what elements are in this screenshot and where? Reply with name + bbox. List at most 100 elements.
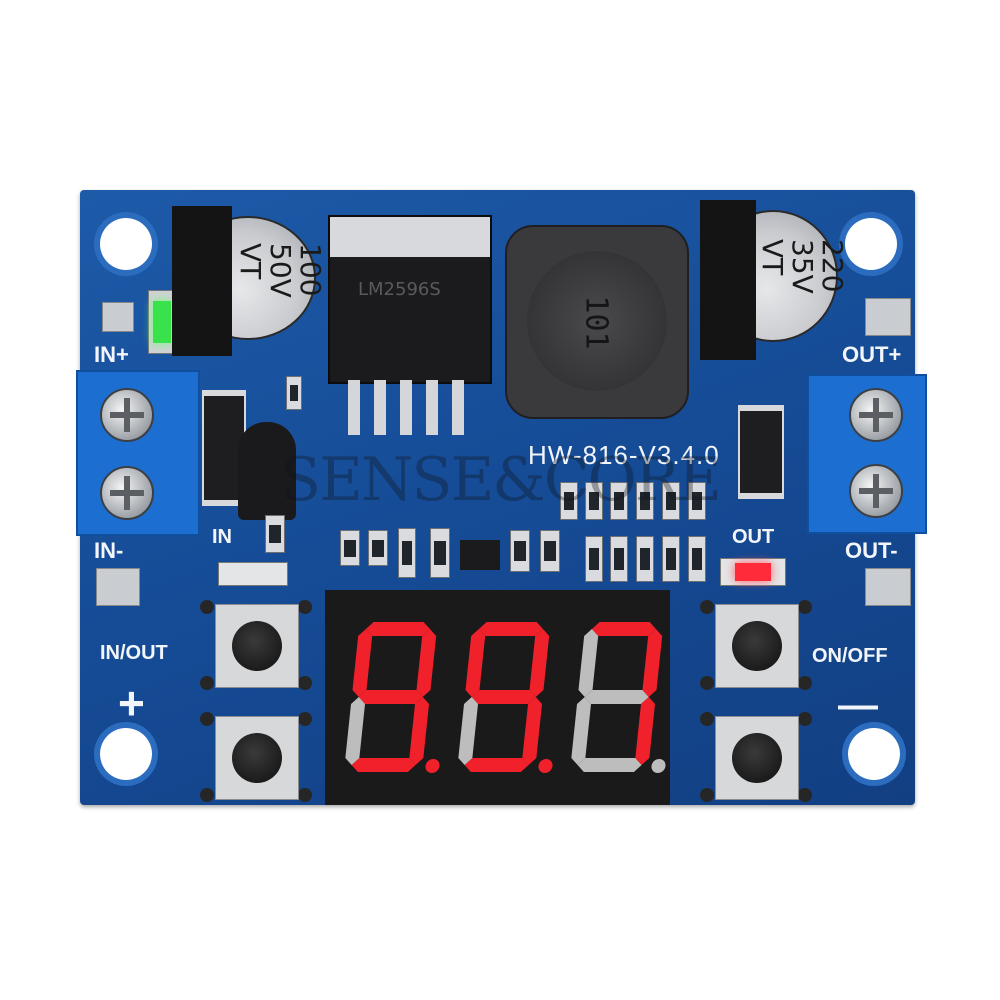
screw-terminal[interactable] xyxy=(100,388,154,442)
label-in: IN xyxy=(212,526,232,548)
segment-g xyxy=(471,690,536,704)
test-pad xyxy=(102,302,134,332)
smd-component xyxy=(688,482,706,520)
smd-component xyxy=(585,482,603,520)
segment-f xyxy=(352,629,373,697)
inductor-marking: 101 xyxy=(578,295,614,350)
capacitor-type: VT xyxy=(756,239,789,276)
smd-component xyxy=(398,528,416,578)
regulator-pins xyxy=(348,380,468,442)
segment-c xyxy=(635,697,656,765)
segment-d xyxy=(351,758,416,772)
decimal-point xyxy=(651,759,666,773)
output-terminal-block xyxy=(807,374,927,534)
green-led xyxy=(153,301,171,343)
regulator-ic: LM2596S xyxy=(328,215,492,384)
segment-e xyxy=(458,697,479,765)
smd-component xyxy=(610,536,628,582)
inductor: 101 xyxy=(505,225,689,419)
label-minus: — xyxy=(838,683,878,727)
segment-f xyxy=(465,629,486,697)
label-on-off: ON/OFF xyxy=(812,645,888,667)
label-out-plus: OUT+ xyxy=(842,342,902,367)
smd-component xyxy=(286,376,302,410)
segment-g xyxy=(358,690,423,704)
label-out: OUT xyxy=(732,526,775,548)
segment-c xyxy=(522,697,543,765)
board-model-label: HW-816-V3.4.0 xyxy=(528,440,720,470)
smd-component xyxy=(560,482,578,520)
display-digit xyxy=(458,622,553,773)
display-digit xyxy=(345,622,440,773)
capacitor-voltage: 50V xyxy=(264,243,297,298)
segment-a xyxy=(478,622,543,636)
decimal-point xyxy=(425,759,440,773)
mounting-hole xyxy=(848,728,900,780)
watermark: SENSE&CORE xyxy=(280,445,722,515)
in-out-button[interactable] xyxy=(200,598,312,694)
segment-b xyxy=(642,629,663,697)
label-plus: + xyxy=(118,677,145,729)
label-in-minus: IN- xyxy=(94,538,124,563)
minus-button[interactable] xyxy=(700,710,812,806)
transistor xyxy=(238,422,296,520)
smd-component xyxy=(636,536,654,582)
led-housing xyxy=(148,290,176,354)
plus-button[interactable] xyxy=(200,710,312,806)
segment-b xyxy=(529,629,550,697)
test-pad xyxy=(865,298,911,336)
smd-component xyxy=(610,482,628,520)
red-led xyxy=(735,563,771,581)
mounting-hole xyxy=(845,218,897,270)
regulator-marking: LM2596S xyxy=(358,279,441,300)
smd-component xyxy=(662,482,680,520)
segment-a xyxy=(365,622,430,636)
test-pad xyxy=(865,568,911,606)
display-svg xyxy=(345,622,666,773)
label-in-plus: IN+ xyxy=(94,342,129,367)
segment-b xyxy=(416,629,437,697)
out-indicator-led-housing xyxy=(720,558,786,586)
capacitor-100uf-50v: 100 50V VT xyxy=(172,206,327,356)
smd-component xyxy=(585,536,603,582)
segment-d xyxy=(577,758,642,772)
segment-d xyxy=(464,758,529,772)
mounting-hole xyxy=(100,728,152,780)
diode xyxy=(738,405,784,499)
smd-component xyxy=(540,530,560,572)
label-out-minus: OUT- xyxy=(845,538,898,563)
segment-c xyxy=(409,697,430,765)
capacitor-220uf-35v: 220 35V VT xyxy=(700,200,849,360)
on-off-button[interactable] xyxy=(700,598,812,694)
screw-terminal[interactable] xyxy=(849,464,903,518)
capacitor-type: VT xyxy=(234,243,267,280)
in-indicator-led xyxy=(218,562,288,586)
segment-f xyxy=(578,629,599,697)
pcb-board: IN+ IN- OUT+ OUT- IN OUT IN/OUT ON/OFF +… xyxy=(76,190,927,806)
smd-component xyxy=(430,528,450,578)
smd-component xyxy=(662,536,680,582)
screw-terminal[interactable] xyxy=(849,388,903,442)
segment-e xyxy=(571,697,592,765)
smd-ic xyxy=(460,540,500,570)
segment-g xyxy=(584,690,649,704)
smd-component xyxy=(510,530,530,572)
capacitor-voltage: 35V xyxy=(786,239,819,294)
test-pad xyxy=(96,568,140,606)
smd-component xyxy=(340,530,360,566)
segment-e xyxy=(345,697,366,765)
capacitor-value: 220 xyxy=(816,239,849,293)
smd-component xyxy=(636,482,654,520)
seven-segment-display xyxy=(325,590,670,805)
display-digit xyxy=(571,622,666,773)
label-in-out: IN/OUT xyxy=(100,642,168,664)
segment-a xyxy=(591,622,656,636)
decimal-point xyxy=(538,759,553,773)
smd-component xyxy=(368,530,388,566)
input-terminal-block xyxy=(76,370,200,536)
smd-component xyxy=(688,536,706,582)
capacitor-value: 100 xyxy=(294,243,327,297)
mounting-hole xyxy=(100,218,152,270)
smd-component xyxy=(265,515,285,553)
screw-terminal[interactable] xyxy=(100,466,154,520)
